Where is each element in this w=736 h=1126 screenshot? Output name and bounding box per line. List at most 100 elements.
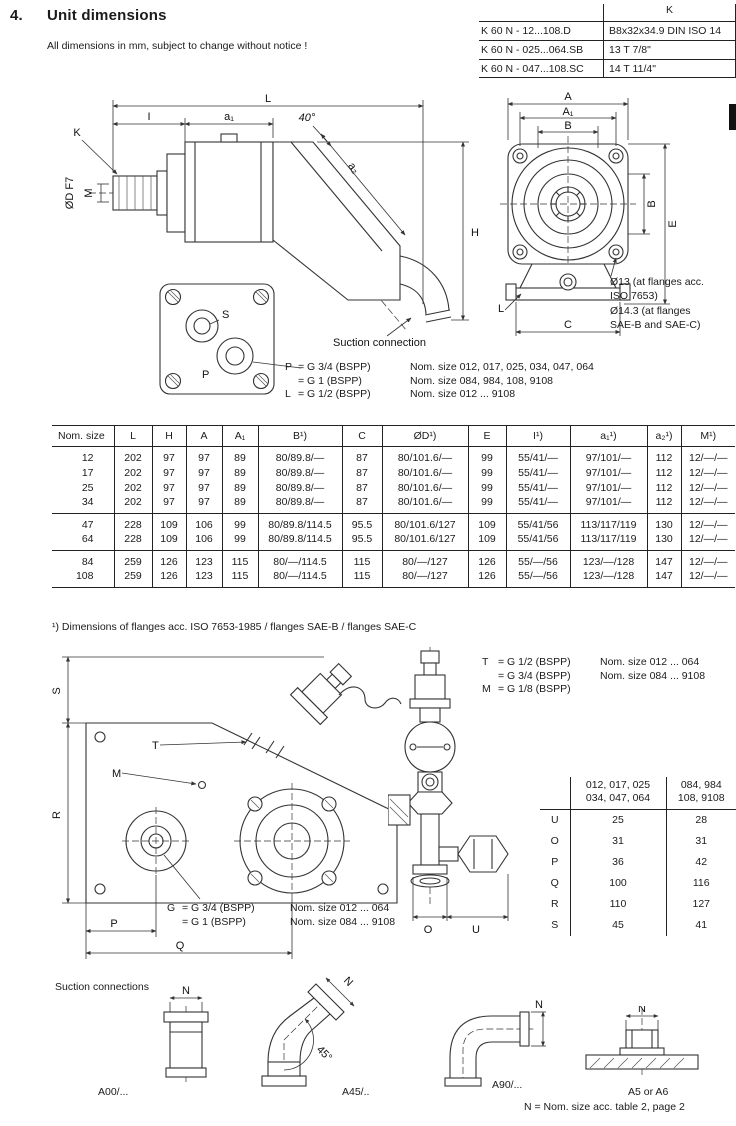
size-table-value: 42 (695, 856, 708, 868)
size-table-value: 41 (695, 919, 708, 931)
main-table-cell: 97 (186, 465, 223, 480)
dim-label-k: K (73, 127, 81, 139)
tm-note-thread: = G 3/4 (BSPP) (498, 669, 571, 682)
main-table-cell: 64 (52, 532, 115, 551)
main-table-header: E (468, 425, 507, 447)
main-table-header: A (186, 425, 223, 447)
dim-label-a2: a₂ (345, 160, 361, 176)
dim-label-b-top: B (564, 120, 571, 132)
suction-a45-label: A45/.. (342, 1086, 370, 1098)
main-table-cell: 126 (468, 550, 507, 569)
main-table-cell: 97 (186, 495, 223, 514)
main-table-cell: 12/—/— (681, 513, 735, 532)
tm-note-row: M = G 1/8 (BSPP) (482, 683, 705, 697)
main-table-cell: 95.5 (342, 513, 383, 532)
main-table-cell: 80/89.8/— (258, 495, 343, 514)
main-table-cell: 99 (468, 480, 507, 495)
suction-section-title: Suction connections (55, 981, 149, 993)
shaft-key-value-cell: 13 T 7/8" (603, 41, 736, 59)
g-note-sizes: Nom. size 084 ... 9108 (290, 915, 396, 928)
port-note-row: L= G 1/2 (BSPP)Nom. size 012 ... 9108 (285, 388, 594, 402)
main-table-cell: 97/101/— (570, 480, 648, 495)
suction-a5-drawing: N (585, 1006, 699, 1078)
dim-label-l-front: L (498, 303, 504, 315)
main-table-cell: 17 (52, 465, 115, 480)
dim-label-a: A (564, 91, 572, 103)
size-table-value: 31 (570, 830, 667, 852)
main-table-cell: 97 (186, 480, 223, 495)
dim-label-angle-40: 40° (299, 112, 316, 124)
back-view-outline (85, 662, 402, 904)
port-note-key: L (285, 388, 291, 400)
shaft-key-header-label: K (603, 4, 736, 21)
main-table-cell: 99 (468, 495, 507, 514)
table-footnote: ¹) Dimensions of flanges acc. ISO 7653-1… (52, 621, 417, 633)
main-table-cell: 97 (152, 465, 187, 480)
port-note-sizes: Nom. size 084, 984, 108, 9108 (410, 374, 554, 387)
main-table-header: H (152, 425, 187, 447)
dim-label-m: M (83, 188, 95, 197)
port-plate-outline (159, 283, 275, 395)
main-table-cell: 25 (52, 480, 115, 495)
main-table-cell: 97 (152, 480, 187, 495)
main-table-cell: 99 (222, 513, 259, 532)
size-table-value: 110 (570, 893, 667, 915)
dim-label-n-a5: N (638, 1006, 646, 1015)
page-edge-tab (729, 104, 736, 130)
size-table-value: 45 (570, 914, 667, 936)
dim-label-r: R (52, 811, 63, 819)
tm-note-sizes: Nom. size 084 ... 9108 (600, 669, 706, 682)
main-table-cell: 89 (222, 446, 259, 465)
dim-label-i: I (147, 111, 150, 123)
shaft-key-table: K K 60 N - 12...108.D B8x32x34.9 DIN ISO … (479, 4, 736, 78)
size-table-corner (540, 777, 571, 810)
shaft-key-table-header: K (479, 4, 736, 21)
main-table-cell: 80/101.6/— (382, 465, 469, 480)
main-table-header: A₁ (222, 425, 259, 447)
tm-note-key: M (482, 683, 491, 695)
suction-a90-label: A90/... (492, 1079, 523, 1091)
port-note-thread: = G 1/2 (BSPP) (298, 388, 371, 400)
size-table-label: S (540, 914, 571, 936)
dim-label-o: O (424, 924, 433, 936)
tm-note-thread: = G 1/8 (BSPP) (498, 683, 571, 695)
main-table-cell: 202 (114, 465, 153, 480)
main-table-cell: 115 (222, 550, 259, 569)
main-table-cell: 108 (52, 569, 115, 588)
main-table-cell: 115 (222, 569, 259, 588)
size-value-table: 012, 017, 025 034, 047, 064 084, 984 108… (540, 777, 736, 936)
main-table-cell: 89 (222, 465, 259, 480)
port-note-key: P (285, 361, 293, 373)
shaft-key-value-cell: B8x32x34.9 DIN ISO 14 (603, 22, 736, 40)
shaft-key-model-cell: K 60 N - 047...108.SC (481, 62, 584, 75)
tm-note-key (482, 670, 498, 684)
dim-label-c: C (564, 319, 572, 331)
main-table-header: a₁¹) (570, 425, 648, 447)
main-table-cell: 55/41/56 (506, 532, 571, 551)
shaft-key-model-cell: K 60 N - 12...108.D (481, 25, 571, 37)
main-table-cell: 80/89.8/— (258, 446, 343, 465)
main-table-header: a₂¹) (647, 425, 682, 447)
size-table-value: 25 (570, 809, 667, 831)
size-table-label: U (540, 809, 571, 831)
main-table-cell: 106 (186, 513, 223, 532)
main-table-cell: 80/101.6/— (382, 446, 469, 465)
size-table-label: Q (540, 872, 571, 894)
dim-label-dd-f7: ØD F7 (64, 177, 76, 209)
main-table-cell: 80/—/127 (382, 569, 469, 588)
main-table-cell: 109 (152, 532, 187, 551)
main-table-cell: 80/101.6/127 (382, 513, 469, 532)
main-table-cell: 106 (186, 532, 223, 551)
main-table-cell: 126 (152, 550, 187, 569)
